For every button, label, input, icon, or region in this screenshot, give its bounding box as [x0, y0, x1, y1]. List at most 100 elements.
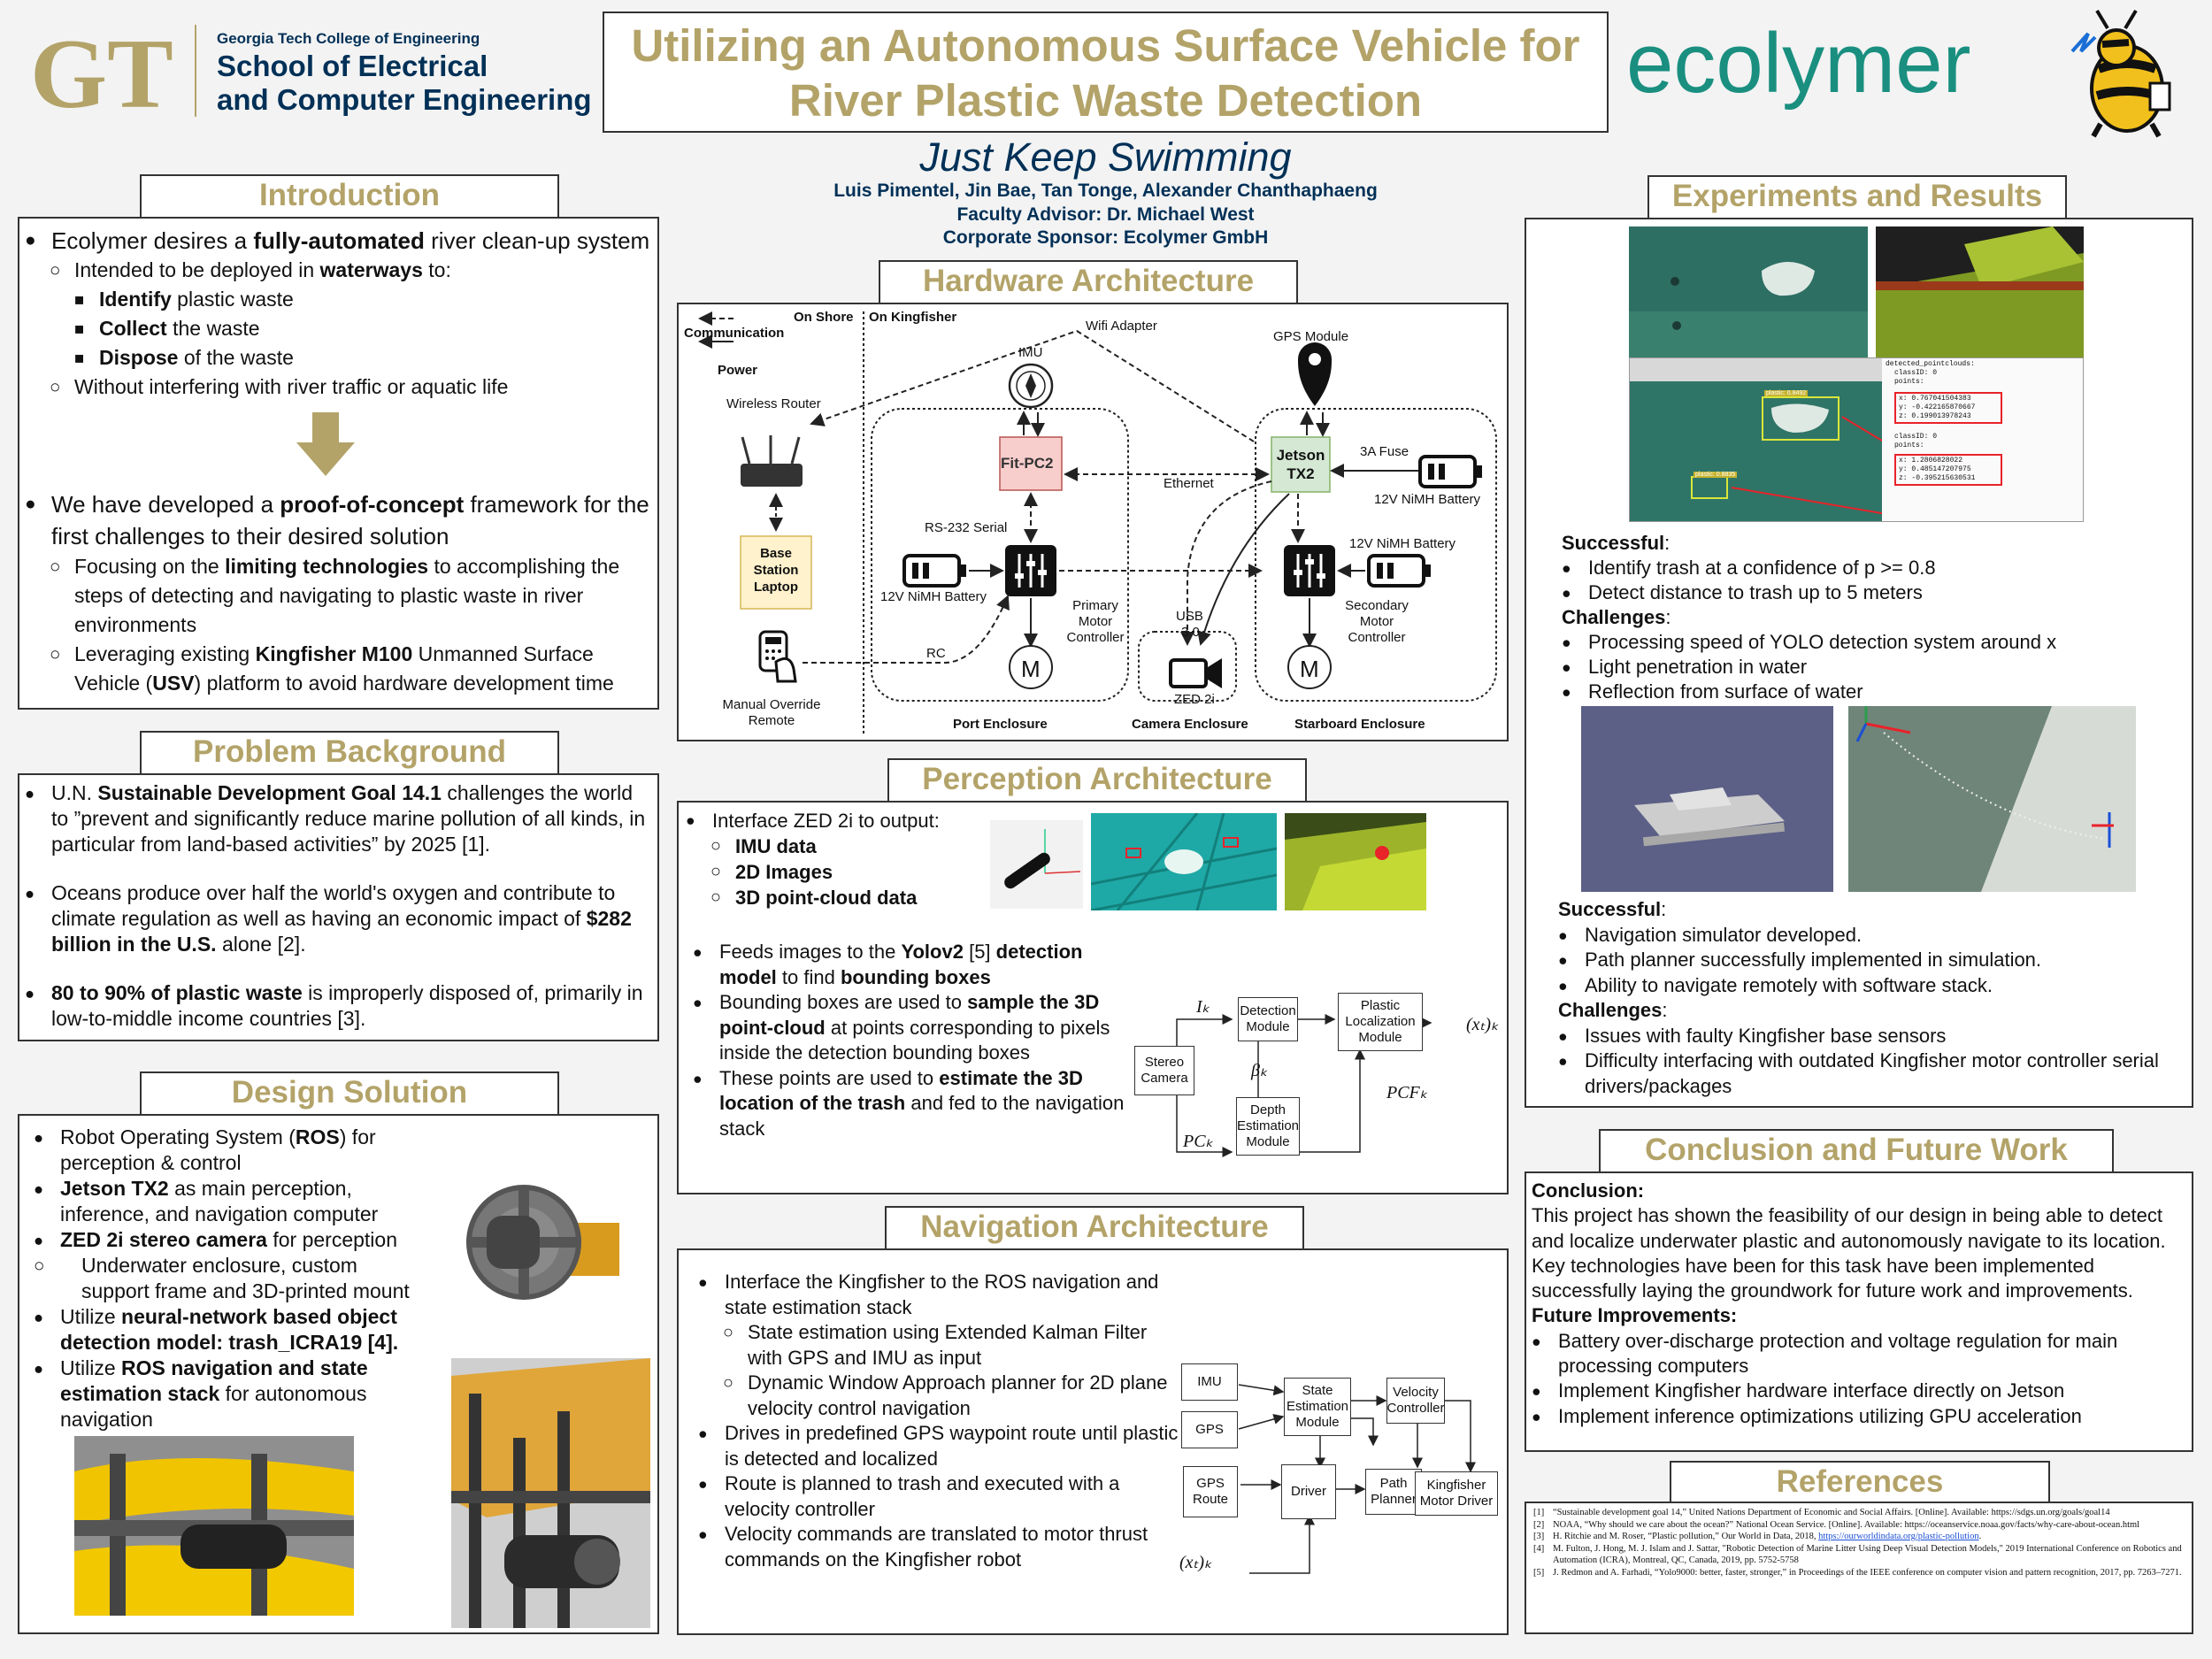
results-challenges-1: Challenges:	[1562, 606, 1671, 628]
department-line3: and Computer Engineering	[217, 83, 592, 116]
intro-item: Leveraging existing Kingfisher M100 Unma…	[50, 640, 654, 698]
results-challenges-2: Challenges:	[1558, 999, 1668, 1021]
hw-starboard-enclosure-label: Starboard Enclosure	[1294, 717, 1425, 732]
camera-icon	[1169, 658, 1222, 688]
gt-divider	[195, 25, 196, 117]
kingfisher-photo	[74, 1436, 354, 1616]
nav-kingfisher-driver-box: Kingfisher Motor Driver	[1415, 1471, 1498, 1516]
hw-legend-on-shore: On Shore	[794, 310, 854, 325]
hw-port-enclosure-label: Port Enclosure	[953, 717, 1048, 732]
problem-panel: U.N. Sustainable Development Goal 14.1 c…	[18, 773, 659, 1041]
screen-points1: points:	[1894, 378, 1924, 386]
hw-fuse-label: 3A Fuse	[1360, 444, 1409, 459]
navigation-simulation-render	[1848, 706, 2136, 892]
future-item: Implement Kingfisher hardware interface …	[1532, 1379, 2186, 1404]
perception-item: 2D Images	[710, 859, 978, 885]
underwater-detection-image	[1091, 813, 1277, 910]
title-line2: River Plastic Waste Detection	[788, 75, 1423, 126]
screen-class1: classID: 0	[1894, 369, 1938, 377]
hw-zed-label: ZED 2i	[1174, 692, 1215, 707]
problem-item: U.N. Sustainable Development Goal 14.1 c…	[25, 780, 654, 857]
detection-screenshot: plastic: 0.8492 plastic: 0.8835 detected…	[1629, 357, 2084, 522]
design-item: Utilize neural-network based object dete…	[34, 1304, 414, 1356]
boat-simulation-render	[1581, 706, 1833, 892]
navigation-item: State estimation using Extended Kalman F…	[723, 1320, 1180, 1371]
conclusion-heading: Conclusion and Future Work	[1599, 1129, 2114, 1171]
screen-z1: z: 0.199013978243	[1899, 412, 1971, 420]
department-block: Georgia Tech College of Engineering Scho…	[217, 28, 592, 117]
hw-battery-starboard-label: 12V NiMH Battery	[1349, 536, 1456, 551]
diag-pcf-label: PCFₖ	[1386, 1083, 1428, 1102]
future-label: Future Improvements:	[1532, 1304, 1738, 1327]
faculty-advisor: Faculty Advisor: Dr. Michael West	[956, 204, 1255, 225]
design-item: Underwater enclosure, custom support fra…	[34, 1253, 414, 1304]
future-item: Implement inference optimizations utiliz…	[1532, 1404, 2186, 1430]
references-panel: [1]“Sustainable development goal 14,” Un…	[1525, 1502, 2193, 1634]
reference-item: [3]H. Ritchie and M. Roser, “Plastic pol…	[1533, 1532, 1982, 1541]
screen-y1: y: -0.422165870667	[1899, 403, 1976, 411]
gt-logo: GT	[27, 19, 181, 129]
reference-item: [2]NOAA, “Why should we care about the o…	[1533, 1519, 2140, 1530]
result-item: Light penetration in water	[1562, 655, 2181, 680]
result-item: Ability to navigate remotely with softwa…	[1558, 973, 2186, 999]
conclusion-text: This project has shown the feasibility o…	[1532, 1204, 2166, 1302]
hw-imu-label: IMU	[1018, 345, 1043, 360]
problem-item: Oceans produce over half the world's oxy…	[25, 880, 654, 957]
hw-wifi-label: Wifi Adapter	[1086, 319, 1157, 334]
title-box: Utilizing an Autonomous Surface Vehicle …	[603, 12, 1609, 133]
nav-imu-box: IMU	[1181, 1363, 1238, 1401]
hw-battery-jetson-label: 12V NiMH Battery	[1374, 492, 1481, 507]
perception-item: 3D point-cloud data	[710, 885, 978, 910]
poster-subtitle: Just Keep Swimming	[919, 134, 1292, 180]
intro-item: We have developed a proof-of-concept fra…	[25, 488, 654, 552]
perception-item: These points are used to estimate the 3D…	[693, 1066, 1135, 1142]
screen-class2: classID: 0	[1894, 433, 1938, 441]
problem-item: 80 to 90% of plastic waste is improperly…	[25, 980, 654, 1032]
battery-icon	[902, 554, 966, 588]
nav-driver-box: Driver	[1281, 1464, 1336, 1519]
hw-motor-port-label: M	[1021, 656, 1041, 682]
design-item: Jetson TX2 as main perception, inference…	[34, 1176, 414, 1227]
perception-item: IMU data	[710, 833, 978, 859]
hw-ethernet-label: Ethernet	[1164, 476, 1214, 491]
nav-velocity-controller-box: Velocity Controller	[1386, 1378, 1445, 1424]
diag-xt-label: (xₜ)ₖ	[1466, 1015, 1499, 1034]
authors: Luis Pimentel, Jin Bae, Tan Tonge, Alexa…	[833, 180, 1378, 201]
navigation-item: Dynamic Window Approach planner for 2D p…	[723, 1371, 1180, 1421]
pointcloud-screenshot	[1876, 227, 2084, 357]
perception-item: Bounding boxes are used to sample the 3D…	[693, 990, 1135, 1066]
authors-block: Luis Pimentel, Jin Bae, Tan Tonge, Alexa…	[603, 180, 1609, 250]
remote-icon	[758, 630, 797, 683]
navigation-item: Interface the Kingfisher to the ROS navi…	[698, 1270, 1180, 1320]
perception-panel: Interface ZED 2i to output: IMU data 2D …	[677, 801, 1509, 1194]
reference-link[interactable]: https://ourworldindata.org/plastic-pollu…	[1818, 1532, 1979, 1541]
conclusion-label: Conclusion:	[1532, 1179, 1645, 1202]
navigation-item: Route is planned to trash and executed w…	[698, 1471, 1180, 1522]
hw-legend-power: Power	[718, 363, 758, 378]
hw-battery-port-label: 12V NiMH Battery	[880, 589, 987, 604]
design-item: Robot Operating System (ROS) for percept…	[34, 1125, 414, 1176]
pointcloud-image	[1285, 813, 1426, 910]
hw-rs232-label: RS-232 Serial	[925, 520, 1008, 535]
design-heading: Design Solution	[140, 1071, 559, 1114]
camera-mount-render	[460, 1161, 619, 1329]
result-item: Issues with faulty Kingfisher base senso…	[1558, 1024, 2186, 1049]
plastic-localization-box: Plastic Localization Module	[1338, 993, 1423, 1051]
brand-logo: ecolymer	[1626, 16, 1971, 111]
perception-item: Interface ZED 2i to output:	[686, 808, 978, 833]
reference-item: [1]“Sustainable development goal 14,” Un…	[1533, 1508, 2110, 1517]
hardware-heading: Hardware Architecture	[879, 260, 1298, 303]
imu-icon	[1008, 363, 1054, 409]
hw-gps-label: GPS Module	[1273, 329, 1349, 344]
buzz-mascot-icon	[2046, 7, 2198, 140]
screen-x1: x: 0.767041504383	[1899, 395, 1971, 403]
design-item: Utilize ROS navigation and state estimat…	[34, 1356, 414, 1432]
introduction-panel: Ecolymer desires a fully-automated river…	[18, 217, 659, 710]
reference-item: [4]M. Fulton, J. Hong, M. J. Islam and J…	[1533, 1543, 2182, 1566]
underwater-plastic-photo	[1629, 227, 1868, 357]
intro-item: Dispose of the waste	[74, 343, 654, 373]
result-item: Navigation simulator developed.	[1558, 923, 2186, 949]
introduction-heading: Introduction	[140, 174, 559, 217]
